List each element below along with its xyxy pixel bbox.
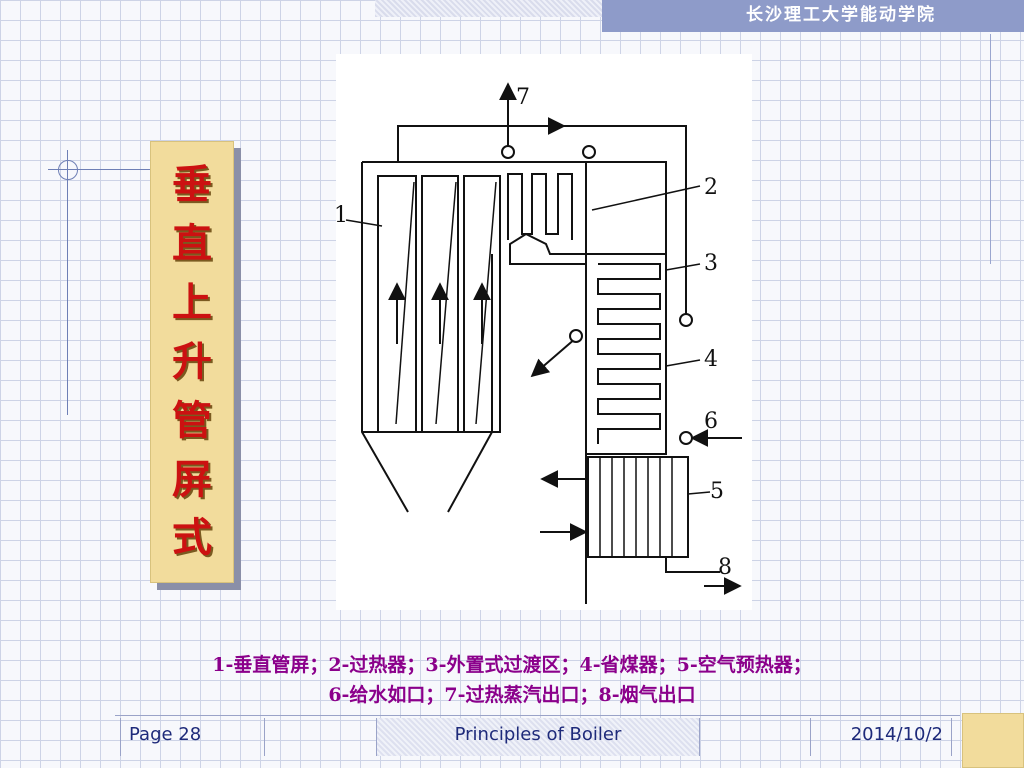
header-circle — [679, 431, 693, 445]
title-char: 直 — [172, 220, 212, 268]
ruler-vertical — [67, 150, 68, 415]
furnace-hopper — [447, 431, 493, 513]
tube-screen — [463, 175, 501, 433]
footer-course-title: Principles of Boiler — [376, 718, 700, 756]
tube-screen — [377, 175, 417, 433]
footer-date: 2014/10/2 — [810, 718, 952, 756]
furnace-wall — [361, 161, 587, 513]
callout-leader — [665, 263, 701, 271]
footer-page-number: Page 28 — [120, 718, 265, 756]
air-preheater — [587, 456, 689, 558]
title-char: 式 — [172, 514, 212, 562]
furnace-bottom — [362, 254, 493, 433]
footer-divider — [115, 715, 960, 716]
label-7: 7 — [516, 85, 530, 110]
title-char: 管 — [172, 396, 212, 444]
label-6: 6 — [704, 409, 718, 434]
air-preheater-tubes — [599, 457, 673, 557]
footer-decoration — [962, 713, 1024, 768]
boiler-diagram: 1 2 3 4 5 6 7 8 — [336, 82, 742, 604]
callout-leader — [687, 491, 711, 495]
tube-screen — [421, 175, 459, 433]
diagram-background — [336, 54, 752, 610]
label-8: 8 — [718, 555, 732, 580]
label-4: 4 — [704, 347, 718, 372]
label-1: 1 — [336, 203, 348, 228]
title-char: 屏 — [172, 455, 212, 503]
superheater-coil — [507, 173, 573, 240]
screen-diagonal — [435, 181, 457, 425]
ruler-circle-icon — [58, 160, 78, 180]
institution-banner: 长沙理工大学能动学院 — [602, 0, 1024, 32]
caption-line-1: 1-垂直管屏；2-过热器；3-外置式过渡区；4-省煤器；5-空气预热器； — [212, 654, 812, 676]
header-circle — [582, 145, 596, 159]
slide-title: 垂 直 上 升 管 屏 式 — [150, 141, 234, 583]
callout-leader — [665, 359, 701, 367]
economizer-coil — [597, 263, 661, 444]
callout-leader — [345, 219, 383, 227]
title-char: 垂 — [172, 161, 212, 209]
label-3: 3 — [704, 251, 718, 276]
label-5: 5 — [710, 479, 724, 504]
title-char: 升 — [172, 337, 212, 385]
header-circle — [501, 145, 515, 159]
ruler-horizontal — [48, 169, 220, 170]
flue-outlet-pipe — [665, 557, 720, 573]
title-char: 上 — [172, 279, 212, 327]
top-steam-pipe — [397, 125, 687, 314]
header-stripe — [375, 0, 605, 17]
label-2: 2 — [704, 175, 718, 200]
screen-diagonal — [395, 181, 415, 425]
header-circle — [569, 329, 583, 343]
header-circle — [679, 313, 693, 327]
ruler-right — [990, 34, 991, 264]
callout-leader — [591, 185, 701, 211]
caption-line-2: 6-给水如口；7-过热蒸汽出口；8-烟气出口 — [328, 684, 696, 706]
screen-diagonal — [475, 181, 497, 425]
downcomer-arrow — [530, 337, 577, 378]
